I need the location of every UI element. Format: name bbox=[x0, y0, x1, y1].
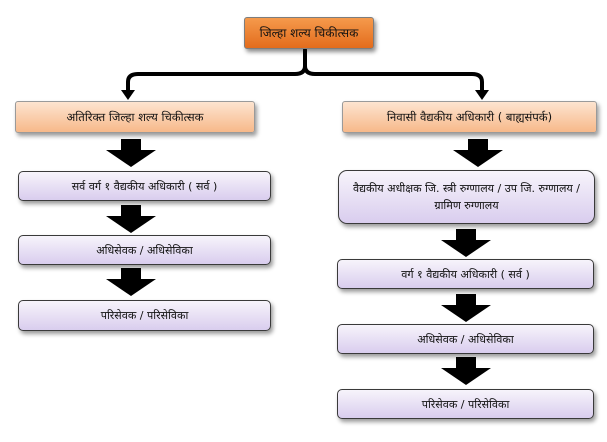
left-head-node: अतिरिक्त जिल्हा शल्य चिकीत्सक bbox=[15, 101, 255, 133]
right-arrow-4 bbox=[441, 357, 491, 385]
right-arrow-2 bbox=[441, 229, 491, 257]
right-head-label: निवासी वैद्यकीय अधिकारी ( बाह्यसंपर्क) bbox=[386, 109, 553, 124]
right-node-1: वैद्यकीय अधीक्षक जि. स्त्री रुग्णालय / उ… bbox=[338, 170, 595, 224]
right-node-3-label: अधिसेवक / अधिसेविका bbox=[417, 332, 514, 346]
right-arrow-3 bbox=[441, 294, 491, 322]
right-arrow-1 bbox=[453, 139, 503, 167]
left-arrow-3 bbox=[106, 268, 156, 296]
bracket-right-arrowhead bbox=[475, 90, 489, 100]
left-node-1-label: सर्व वर्ग १ वैद्यकीय अधिकारी ( सर्व ) bbox=[71, 179, 218, 193]
left-node-2-label: अधिसेवक / अधिसेविका bbox=[96, 243, 193, 257]
root-bracket-connector bbox=[126, 48, 484, 96]
right-node-2-label: वर्ग १ वैद्यकीय अधिकारी ( सर्व ) bbox=[401, 267, 530, 281]
root-node: जिल्हा शल्य चिकीत्सक bbox=[244, 17, 374, 49]
left-arrow-1 bbox=[106, 139, 156, 167]
right-node-4: परिसेवक / परिसेविका bbox=[337, 389, 594, 419]
right-head-node: निवासी वैद्यकीय अधिकारी ( बाह्यसंपर्क) bbox=[342, 101, 597, 133]
right-node-3: अधिसेवक / अधिसेविका bbox=[337, 324, 594, 354]
left-node-3: परिसेवक / परिसेविका bbox=[18, 300, 271, 331]
left-node-3-label: परिसेवक / परिसेविका bbox=[100, 309, 189, 322]
left-node-2: अधिसेवक / अधिसेविका bbox=[18, 235, 271, 265]
right-node-2: वर्ग १ वैद्यकीय अधिकारी ( सर्व ) bbox=[337, 259, 594, 289]
left-node-1: सर्व वर्ग १ वैद्यकीय अधिकारी ( सर्व ) bbox=[18, 171, 271, 201]
left-head-label: अतिरिक्त जिल्हा शल्य चिकीत्सक bbox=[66, 109, 204, 124]
right-node-4-label: परिसेवक / परिसेविका bbox=[421, 397, 510, 411]
bracket-left-arrowhead bbox=[121, 90, 135, 100]
root-label: जिल्हा शल्य चिकीत्सक bbox=[259, 25, 359, 40]
left-arrow-2 bbox=[106, 205, 156, 233]
right-node-1-label: वैद्यकीय अधीक्षक जि. स्त्री रुग्णालय / उ… bbox=[352, 182, 581, 212]
